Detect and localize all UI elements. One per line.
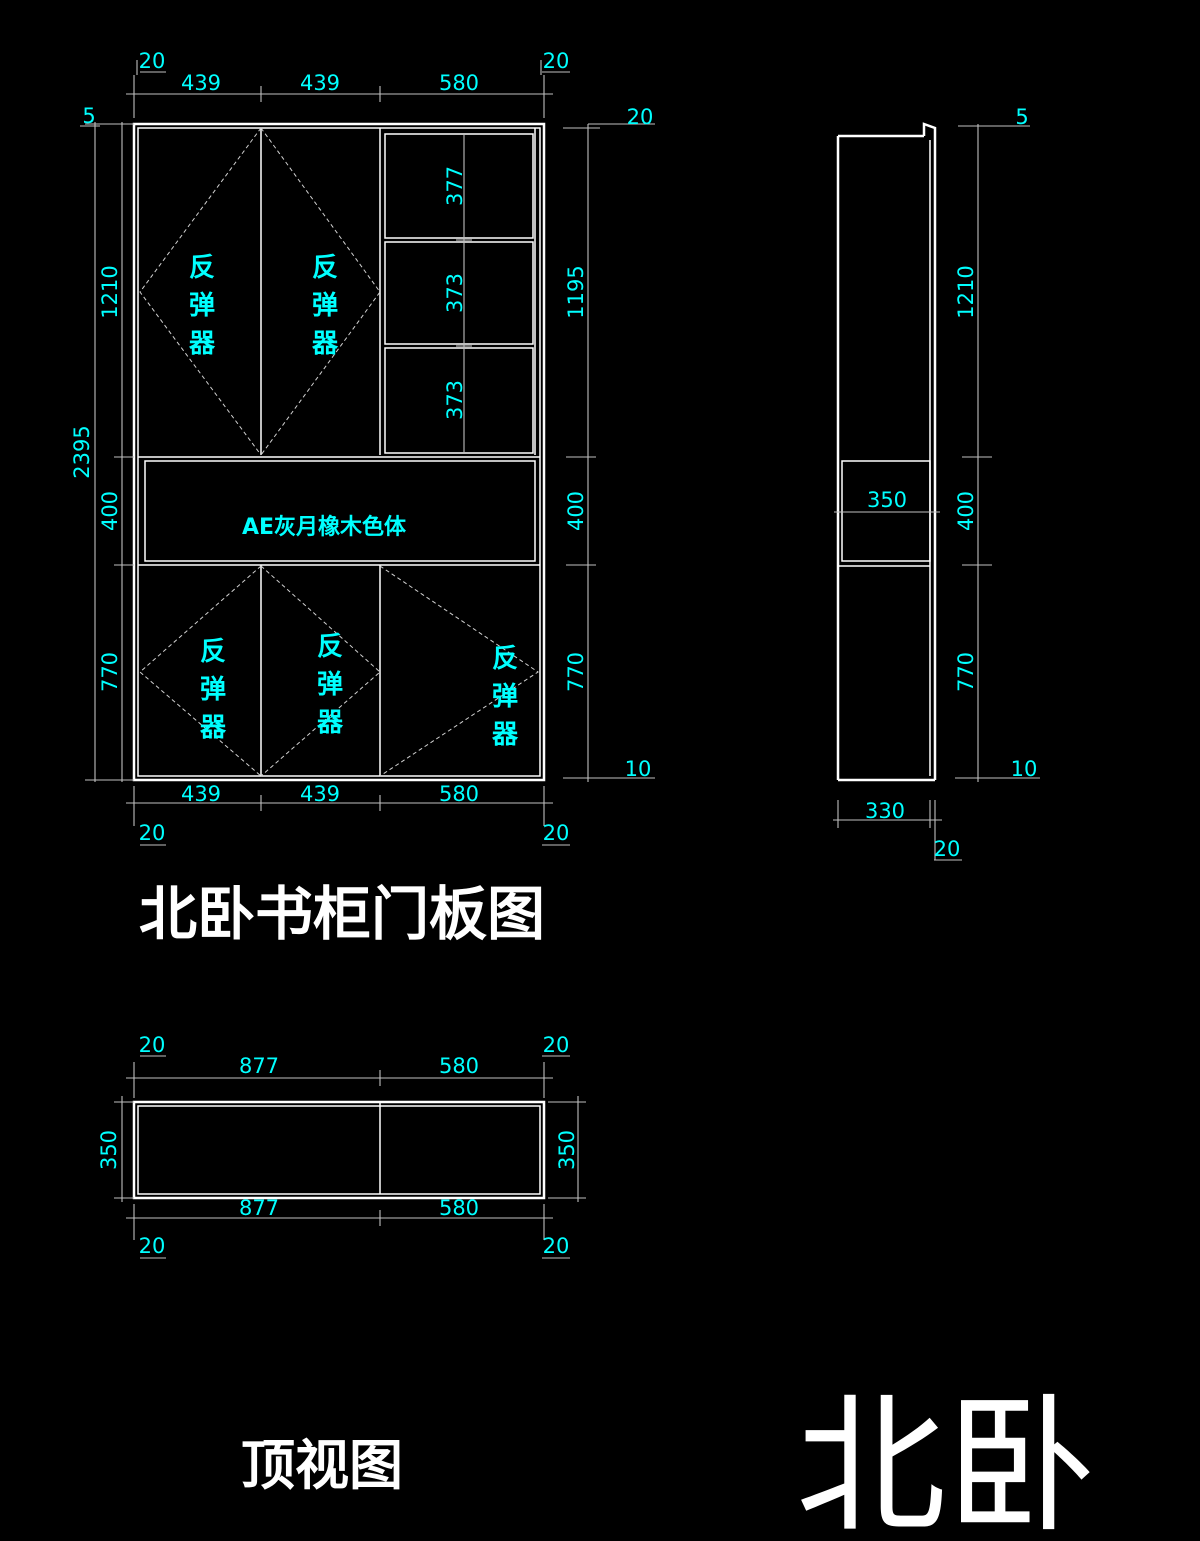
- door-label-upper-left: 反弹器: [188, 253, 216, 359]
- right-top-gap: 20: [627, 105, 654, 129]
- shelf-box-3: [384, 347, 534, 454]
- side-view: 5 1210 400 770 10 350 330 20: [833, 105, 1040, 861]
- top-view-width-877-top: 877: [239, 1054, 279, 1078]
- left-height-1210: 1210: [98, 265, 122, 318]
- side-inner-depth: 350: [867, 488, 907, 512]
- top-view-inner: [137, 1105, 541, 1195]
- top-dim-580: 580: [439, 71, 479, 95]
- door-swing-lower-right: [379, 565, 539, 777]
- right-height-400: 400: [564, 491, 588, 531]
- side-top-gap: 5: [1015, 105, 1028, 129]
- shelf-height-373-a: 373: [443, 273, 467, 313]
- mid-panel: [144, 460, 536, 562]
- side-mid-box: [841, 460, 931, 562]
- shelf-box-2: [384, 241, 534, 345]
- top-view-depth-right: 350: [555, 1130, 579, 1170]
- side-height-400: 400: [954, 491, 978, 531]
- door-label-lower-mid: 反弹器: [316, 632, 344, 738]
- front-elevation: 反弹器 反弹器 反弹器 反弹器 反弹器 AE灰月橡木色体 439 439 580…: [70, 49, 655, 948]
- top-view-width-580-bottom: 580: [439, 1196, 479, 1220]
- side-height-1210: 1210: [954, 265, 978, 318]
- left-height-400: 400: [98, 491, 122, 531]
- right-bottom-gap: 10: [625, 757, 652, 781]
- total-height: 2395: [70, 425, 94, 478]
- cabinet-inner-frame: [137, 127, 541, 777]
- door-swing-upper-mid: [260, 127, 381, 456]
- top-view-width-580-top: 580: [439, 1054, 479, 1078]
- side-height-770: 770: [954, 652, 978, 692]
- top-gap-right: 20: [543, 49, 570, 73]
- bottom-gap-left: 20: [139, 821, 166, 845]
- shelf-height-377: 377: [443, 166, 467, 206]
- bottom-dim-439-b: 439: [300, 782, 340, 806]
- top-view-gap-left-top: 20: [139, 1033, 166, 1057]
- top-view-depth-left: 350: [97, 1130, 121, 1170]
- top-dim-439-a: 439: [181, 71, 221, 95]
- side-depth-gap: 20: [934, 837, 961, 861]
- bottom-dim-580: 580: [439, 782, 479, 806]
- middle-panel-label: AE灰月橡木色体: [242, 514, 407, 540]
- front-view-title: 北卧书柜门板图: [139, 880, 545, 948]
- right-height-1195: 1195: [564, 265, 588, 318]
- door-label-upper-mid: 反弹器: [311, 253, 339, 359]
- top-view-outer: [132, 1100, 546, 1200]
- right-height-770: 770: [564, 652, 588, 692]
- door-label-lower-left: 反弹器: [199, 637, 227, 743]
- top-view-title: 顶视图: [241, 1434, 403, 1497]
- shelf-height-373-b: 373: [443, 380, 467, 420]
- room-label: 北卧: [796, 1380, 1096, 1541]
- cabinet-outer-frame: [132, 122, 546, 782]
- left-top-gap: 5: [82, 104, 95, 128]
- top-view-gap-left-bottom: 20: [139, 1234, 166, 1258]
- top-dim-439-b: 439: [300, 71, 340, 95]
- shelf-box-1: [384, 133, 534, 239]
- side-bottom-gap: 10: [1011, 757, 1038, 781]
- door-label-lower-right: 反弹器: [491, 644, 519, 750]
- side-depth: 330: [865, 799, 905, 823]
- top-view-gap-right-top: 20: [543, 1033, 570, 1057]
- top-view-width-877-bottom: 877: [239, 1196, 279, 1220]
- bottom-gap-right: 20: [543, 821, 570, 845]
- door-swing-upper-left: [139, 127, 262, 456]
- top-gap-left: 20: [139, 49, 166, 73]
- door-swing-lower-left: [139, 565, 262, 777]
- left-height-770: 770: [98, 652, 122, 692]
- top-view: 20 20 877 580 877 580 20 20 350 350 顶视图: [97, 1033, 586, 1497]
- bottom-dim-439-a: 439: [181, 782, 221, 806]
- top-view-gap-right-bottom: 20: [543, 1234, 570, 1258]
